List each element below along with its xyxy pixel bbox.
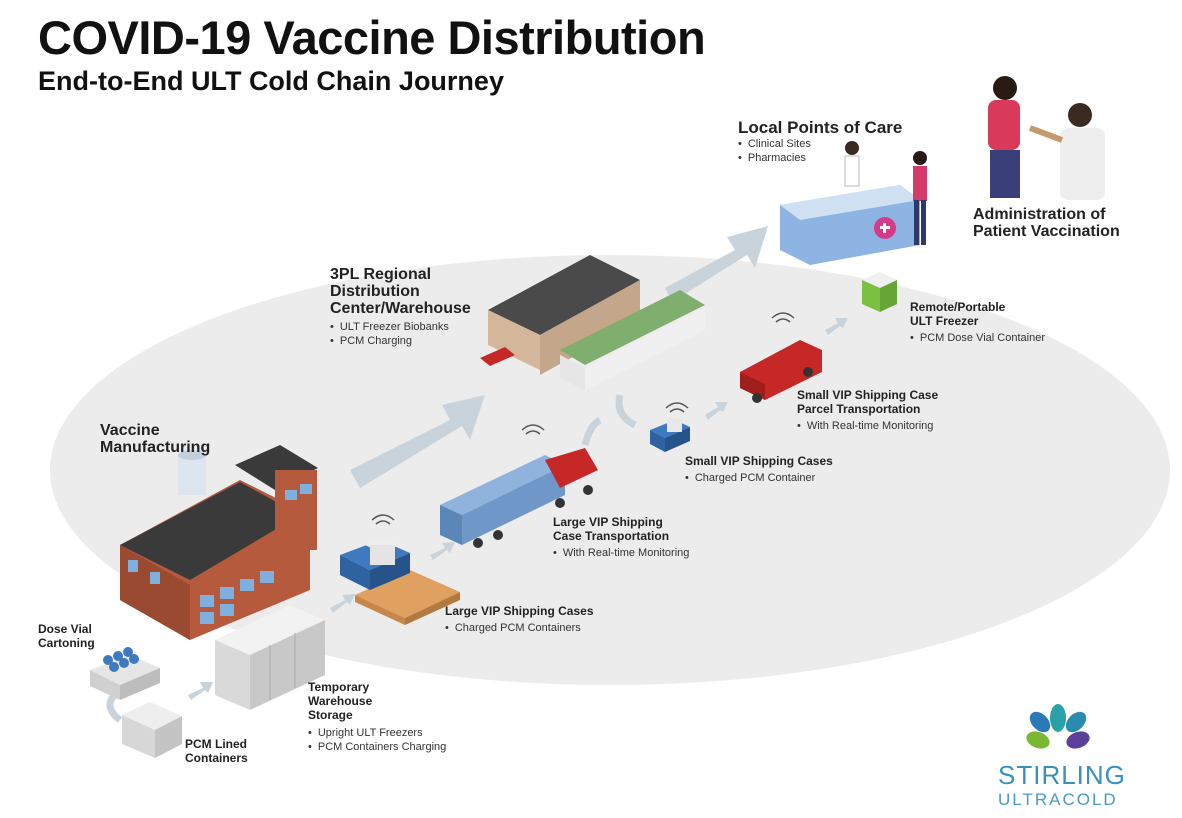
arrow-curve-1 xyxy=(581,416,602,446)
signal-icon xyxy=(371,312,795,525)
pharmacy-icon xyxy=(780,141,927,265)
pcm-container-icon xyxy=(122,702,182,758)
arrow-small-2 xyxy=(330,594,355,613)
remote-freezer-icon xyxy=(862,272,897,312)
points-of-care-label: Local Points of Care xyxy=(738,118,903,137)
temp-storage-bullets: Upright ULT Freezers PCM Containers Char… xyxy=(308,726,446,754)
page-title: COVID-19 Vaccine Distribution xyxy=(38,11,706,64)
flow-arrows xyxy=(106,226,848,723)
warehouse-icon xyxy=(480,255,705,390)
arrow-small-3 xyxy=(705,402,728,420)
remote-freezer-bullets: PCM Dose Vial Container xyxy=(910,331,1045,345)
logo-subtitle: ULTRACOLD xyxy=(998,790,1118,809)
arrow-small-4 xyxy=(825,318,848,335)
freezer-icon xyxy=(215,605,325,710)
small-cases-bullets: Charged PCM Container xyxy=(685,471,815,485)
logo-name: STIRLING xyxy=(998,760,1126,790)
arrow-curve-2 xyxy=(615,394,637,429)
arrow-small-1 xyxy=(430,542,455,560)
truck-icon xyxy=(440,448,598,548)
background-ellipse xyxy=(50,255,1170,685)
large-cases-label: Large VIP Shipping Cases xyxy=(445,604,594,618)
vaccination-icon xyxy=(988,76,1105,200)
small-cases-label: Small VIP Shipping Cases xyxy=(685,454,833,468)
arrow-freezer xyxy=(188,682,213,700)
large-cases-bullets: Charged PCM Containers xyxy=(445,621,581,635)
small-transport-bullets: With Real-time Monitoring xyxy=(797,419,934,433)
logo-icon xyxy=(1026,704,1090,749)
arrow-to-distribution xyxy=(350,395,485,488)
regional-bullets: ULT Freezer Biobanks PCM Charging xyxy=(330,320,449,348)
points-of-care-bullets: Clinical Sites Pharmacies xyxy=(738,137,811,165)
pallet-icon xyxy=(340,538,460,625)
van-icon xyxy=(740,340,822,403)
factory-icon xyxy=(120,445,318,640)
vial-cartoning-icon xyxy=(90,647,160,700)
small-case-icon xyxy=(650,418,690,452)
page-subtitle: End-to-End ULT Cold Chain Journey xyxy=(38,66,504,96)
arrow-to-care xyxy=(665,226,768,302)
large-transport-bullets: With Real-time Monitoring xyxy=(553,546,690,560)
